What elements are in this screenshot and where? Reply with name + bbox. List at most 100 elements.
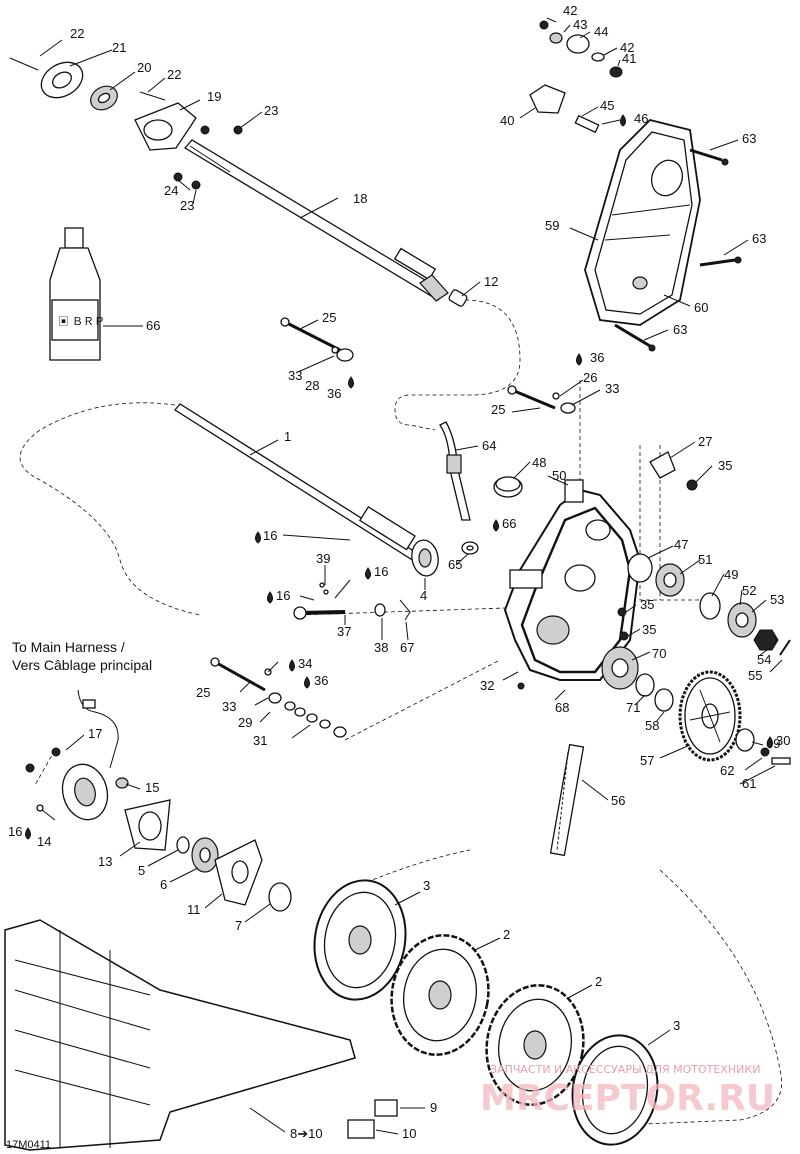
callout-16: 16	[374, 564, 388, 579]
callout-50: 50	[552, 468, 566, 483]
harness-note: To Main Harness / Vers Câblage principal	[12, 639, 152, 673]
callout-63: 63	[742, 131, 756, 146]
drive-sprocket-3-left	[313, 879, 407, 1001]
drive-sprocket-3-right	[571, 1034, 659, 1146]
oil-drop-icon	[289, 659, 295, 672]
callout-41: 41	[622, 51, 636, 66]
nut-35-b	[619, 631, 629, 641]
harness-note-line2: Vers Câblage principal	[12, 657, 152, 673]
callout-24: 24	[164, 183, 178, 198]
callout-48: 48	[532, 455, 546, 470]
bearing-stack-right	[627, 553, 791, 656]
callout-42: 42	[620, 40, 634, 55]
callout-61: 61	[742, 776, 756, 791]
callout-27: 27	[698, 434, 712, 449]
oil-drop-icon	[304, 676, 310, 689]
callout-51: 51	[698, 552, 712, 567]
callout-33: 33	[288, 368, 302, 383]
clips-9-10	[347, 1099, 398, 1139]
callout-55: 55	[748, 668, 762, 683]
callout-36: 36	[314, 673, 328, 688]
seal-4	[411, 539, 439, 577]
oil-drop-icon	[267, 591, 273, 604]
watermark-line1: ЗАПЧАСТИ И АКСЕССУАРЫ ДЛЯ МОТОТЕХНИКИ	[490, 1063, 760, 1076]
callout-16: 16	[8, 824, 22, 839]
svg-text:▣ ＢＲＰ: ▣ ＢＲＰ	[58, 315, 105, 328]
callout-66: 66	[502, 516, 516, 531]
callout-5: 5	[138, 863, 145, 878]
oil-drop-icon	[620, 114, 626, 127]
nut-35-a	[617, 607, 627, 617]
callout-36: 36	[590, 350, 604, 365]
callout-35: 35	[718, 458, 732, 473]
oil-drop-icon	[25, 827, 31, 840]
callout-56: 56	[611, 793, 625, 808]
bolt-group-25-upper	[280, 317, 354, 362]
large-sprocket-57	[678, 670, 742, 762]
oil-drop-icon	[255, 531, 261, 544]
callout-59: 59	[545, 218, 559, 233]
upper-shaft-18	[183, 139, 449, 302]
speed-sensor-harness	[77, 689, 119, 769]
bearing-housing-lower	[25, 747, 292, 912]
callout-26: 26	[583, 370, 597, 385]
lever-64	[439, 421, 471, 521]
callout-45: 45	[600, 98, 614, 113]
callout-70: 70	[652, 646, 666, 661]
callout-33: 33	[605, 381, 619, 396]
chaincase-housing-32	[503, 479, 642, 690]
leader-lines	[39, 17, 783, 1135]
bearing-housing-upper	[9, 57, 243, 190]
bearing-70	[601, 646, 674, 712]
callout-3: 3	[423, 878, 430, 893]
callout-25: 25	[491, 402, 505, 417]
watermark-line2: MRCEPTOR.RU	[480, 1078, 775, 1119]
drive-sprocket-2-b	[485, 984, 585, 1106]
callout-36: 36	[327, 386, 341, 401]
callout-6: 6	[160, 877, 167, 892]
callout-57: 57	[640, 753, 654, 768]
callout-labels: 22 21 20 22 19 23 24 23 18 12 66 25 33 2…	[8, 3, 790, 1141]
callout-53: 53	[770, 592, 784, 607]
callout-31: 31	[253, 733, 267, 748]
callout-10: 10	[402, 1126, 416, 1141]
oil-drop-icon	[493, 519, 499, 532]
callout-1: 1	[284, 429, 291, 444]
callout-15: 15	[145, 780, 159, 795]
callout-17: 17	[88, 726, 102, 741]
chain-56	[549, 743, 585, 857]
callout-16: 16	[263, 528, 277, 543]
bolt-group-25-lower	[210, 657, 347, 738]
callout-44: 44	[594, 24, 608, 39]
callout-47: 47	[674, 537, 688, 552]
callout-39: 39	[316, 551, 330, 566]
callout-30: 30	[776, 733, 790, 748]
callout-2: 2	[595, 974, 602, 989]
callout-7: 7	[235, 918, 242, 933]
callout-33: 33	[222, 699, 236, 714]
callout-46: 46	[634, 111, 648, 126]
callout-18: 18	[353, 191, 367, 206]
callout-35: 35	[642, 622, 656, 637]
callout-49: 49	[724, 567, 738, 582]
callout-25: 25	[322, 310, 336, 325]
callout-43: 43	[573, 17, 587, 32]
oil-drop-icon	[576, 353, 582, 366]
callout-32: 32	[480, 678, 494, 693]
callout-22: 22	[167, 67, 181, 82]
callout-16: 16	[276, 588, 290, 603]
callout-67: 67	[400, 640, 414, 655]
callout-3: 3	[673, 1018, 680, 1033]
chaincase-cover-59	[584, 119, 701, 326]
ring-48	[493, 476, 523, 498]
callout-54: 54	[757, 652, 771, 667]
oil-drop-icons	[25, 114, 773, 840]
callout-42: 42	[563, 3, 577, 18]
callout-25: 25	[196, 685, 210, 700]
callout-71: 71	[626, 700, 640, 715]
callout-2: 2	[503, 927, 510, 942]
callout-12: 12	[484, 274, 498, 289]
callout-60: 60	[694, 300, 708, 315]
callout-34: 34	[298, 656, 312, 671]
callout-11: 11	[187, 902, 201, 917]
